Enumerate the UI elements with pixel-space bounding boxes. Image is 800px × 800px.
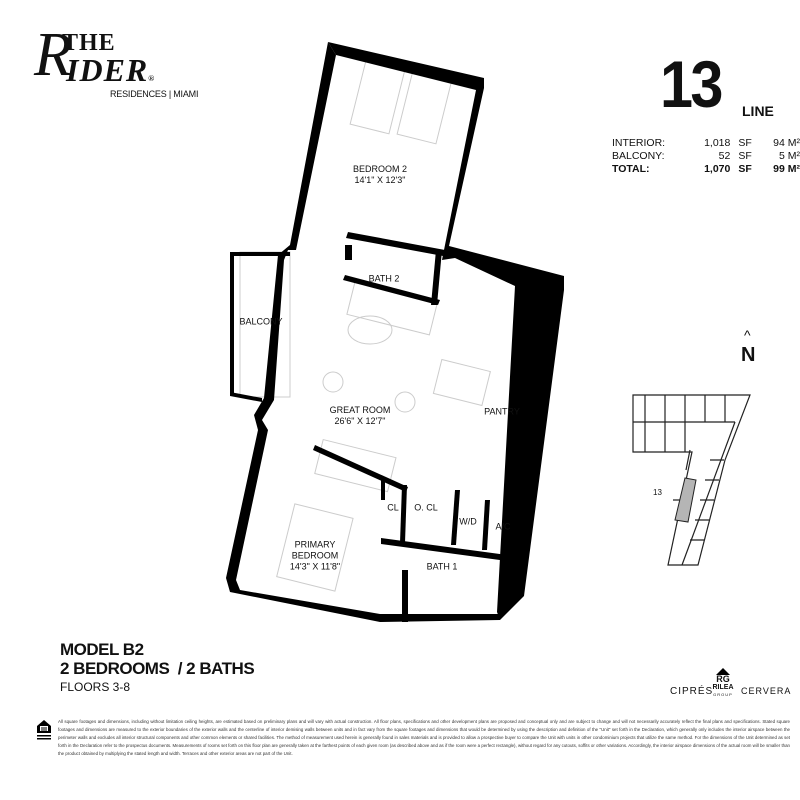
- coffee-table-icon: [347, 315, 393, 345]
- room-name: PRIMARY: [294, 539, 336, 550]
- partner-logo-cipres: CIPRÉS: [670, 686, 714, 697]
- balcony-rail: [230, 252, 290, 256]
- brand-logo-ider: IDER®: [66, 52, 155, 89]
- walls: [226, 42, 564, 622]
- room-name: BEDROOM 2: [352, 164, 408, 174]
- key-plan-highlight-unit-13: [674, 477, 697, 523]
- north-arrow-icon: ^: [744, 327, 751, 343]
- interior-wall: [431, 250, 442, 305]
- balcony-rail: [230, 392, 262, 402]
- key-plan-unit-label: 13: [653, 488, 662, 497]
- brand-subtitle: RESIDENCES | MIAMI: [110, 89, 199, 99]
- north-label: N: [741, 344, 756, 366]
- model-name: MODEL B2: [60, 640, 144, 659]
- area-sf-unit: SF: [738, 150, 752, 162]
- media-console-icon: [314, 438, 397, 493]
- key-plan-unit-lines: [644, 395, 726, 541]
- room-open-closet: O. CL: [414, 502, 438, 513]
- area-row-balcony: BALCONY: 52 SF 5 M²: [612, 150, 800, 163]
- room-name: BEDROOM: [291, 550, 339, 561]
- interior-wall: [402, 570, 408, 622]
- area-label: TOTAL:: [612, 163, 650, 175]
- room-dims: 14'3" X 11'8": [289, 561, 341, 572]
- partner-logo-rilea: RG RILEA GROUP: [711, 668, 735, 697]
- interior-wall: [381, 538, 515, 562]
- area-m2: 94 M²: [773, 137, 800, 149]
- area-row-interior: INTERIOR: 1,018 SF 94 M²: [612, 137, 800, 150]
- area-sf: 1,018: [704, 137, 731, 149]
- area-label: INTERIOR:: [612, 137, 666, 149]
- area-m2: 5 M²: [779, 150, 800, 162]
- interior-wall: [400, 485, 407, 543]
- chair-icon: [322, 371, 344, 393]
- area-table: INTERIOR: 1,018 SF 94 M² BALCONY: 52 SF …: [612, 137, 800, 176]
- rilea-roof-icon: [716, 668, 730, 675]
- interior-wall: [343, 275, 440, 305]
- interior-wall: [345, 245, 352, 260]
- interior-wall: [451, 490, 460, 545]
- exterior-wall-left: [226, 42, 500, 622]
- rilea-name: RILEA: [712, 684, 734, 691]
- key-plan-corridor: [681, 421, 736, 566]
- chair-icon: [394, 391, 416, 413]
- key-plan-building-outline: [632, 394, 751, 566]
- room-ac: A/C: [495, 521, 511, 532]
- room-washer-dryer: W/D: [459, 516, 477, 527]
- line-number: 13: [660, 47, 723, 121]
- interior-wall: [381, 480, 385, 500]
- interior-wall: [482, 500, 490, 550]
- room-dims: 14'1" X 12'3": [354, 175, 406, 185]
- line-label: LINE: [742, 103, 774, 119]
- exterior-wall-right: [328, 42, 564, 620]
- area-m2: 99 M²: [773, 163, 800, 175]
- area-sf: 1,070: [704, 163, 731, 175]
- key-plan: [632, 394, 751, 566]
- registered-mark: ®: [148, 74, 156, 83]
- room-balcony: BALCONY: [239, 316, 283, 327]
- room-pantry: PANTRY: [484, 406, 520, 417]
- balcony-rail: [230, 252, 234, 395]
- brand-logo-r: R: [34, 21, 72, 89]
- legal-disclaimer: All square footages and dimensions, incl…: [58, 719, 790, 756]
- brand-logo-ider-text: IDER: [66, 52, 149, 88]
- model-info: MODEL B2 2 BEDROOMS / 2 BATHS: [60, 640, 255, 678]
- room-closet: CL: [387, 502, 399, 513]
- room-name: GREAT ROOM: [329, 405, 391, 415]
- bed-icon: [276, 503, 354, 592]
- interior-wall: [346, 232, 445, 256]
- room-bath-1: BATH 1: [426, 561, 458, 572]
- area-row-total: TOTAL: 1,070 SF 99 M²: [612, 163, 800, 176]
- model-bedrooms-baths: 2 BEDROOMS / 2 BATHS: [60, 659, 255, 678]
- rilea-mark: RG: [716, 674, 730, 684]
- partner-logo-cervera: CERVERA: [741, 686, 792, 696]
- brand-logo-the: THE: [62, 30, 116, 56]
- area-sf-unit: SF: [738, 163, 752, 175]
- room-bath-2: BATH 2: [368, 273, 400, 284]
- room-dims: 26'6" X 12'7": [334, 416, 386, 426]
- rilea-sub: GROUP: [713, 692, 733, 697]
- area-sf: 52: [718, 150, 731, 162]
- dining-table-icon: [432, 358, 491, 407]
- area-sf-unit: SF: [738, 137, 752, 149]
- equal-housing-icon: [37, 720, 51, 740]
- model-floors: FLOORS 3-8: [60, 680, 131, 694]
- area-label: BALCONY:: [612, 150, 665, 162]
